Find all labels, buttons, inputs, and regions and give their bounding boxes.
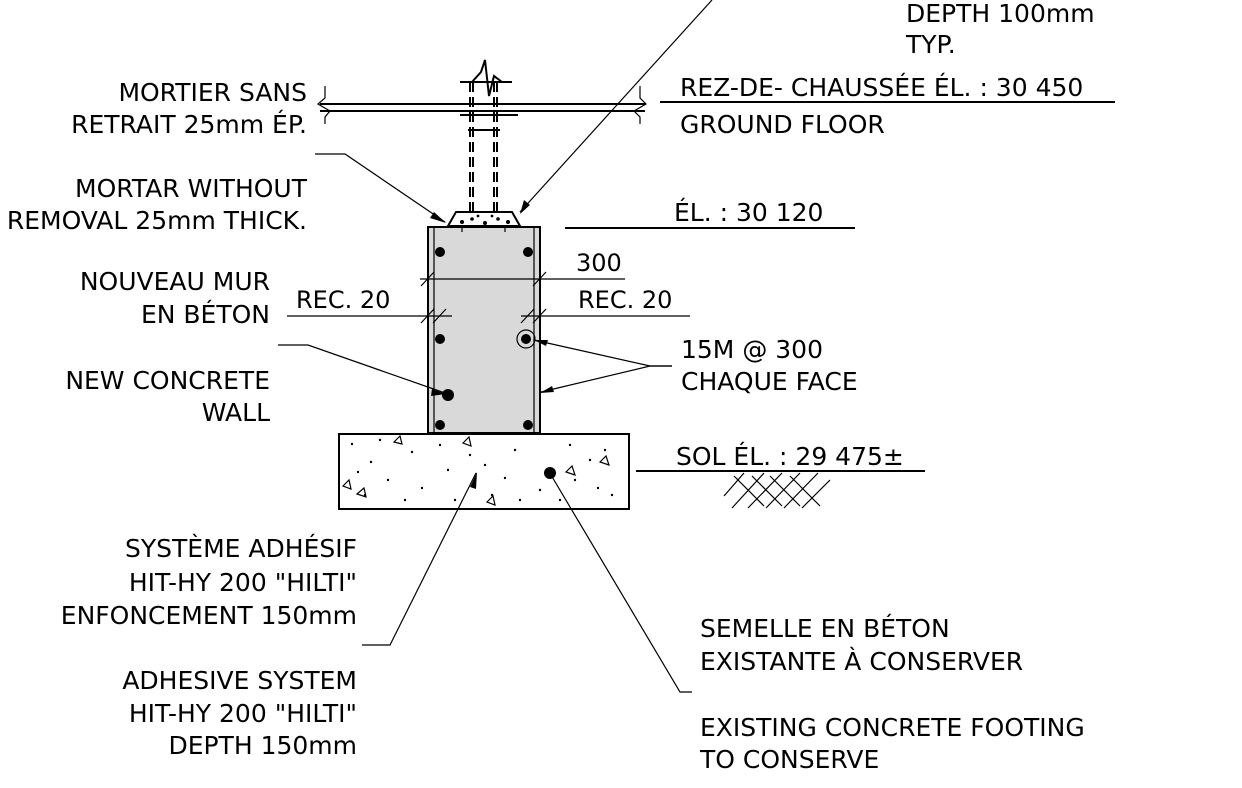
label-systeme-2: HIT-HY 200 "HILTI" xyxy=(129,568,357,597)
label-mortier-1: MORTIER SANS xyxy=(118,78,307,107)
label-new-2: WALL xyxy=(202,398,270,427)
label-sol-elevation: SOL ÉL. : 29 475± xyxy=(676,442,904,471)
label-semelle-2: EXISTANTE À CONSERVER xyxy=(700,647,1023,676)
label-top-depth: DEPTH 100mm xyxy=(906,0,1095,28)
existing-column xyxy=(460,59,518,214)
label-semelle-1: SEMELLE EN BÉTON xyxy=(700,614,950,643)
label-adhesive-1: ADHESIVE SYSTEM xyxy=(122,666,357,695)
label-dim-300: 300 xyxy=(576,249,622,277)
label-top-typ: TYP. xyxy=(905,30,956,59)
dimension-lines xyxy=(287,270,690,324)
mortar-pad xyxy=(446,211,522,227)
label-mortar-2: REMOVAL 25mm THICK. xyxy=(7,206,307,235)
label-existing-1: EXISTING CONCRETE FOOTING xyxy=(700,713,1085,742)
label-wall-elevation: ÉL. : 30 120 xyxy=(674,198,823,227)
leader-top-anchor xyxy=(519,0,713,213)
leader-lines xyxy=(278,153,692,693)
label-mortar-1: MORTAR WITHOUT xyxy=(75,174,308,203)
label-rdc-elevation: REZ-DE- CHAUSSÉE ÉL. : 30 450 xyxy=(680,73,1083,102)
label-rec-left: REC. 20 xyxy=(296,286,390,314)
soil-hatch xyxy=(636,470,925,509)
label-rebar-2: CHAQUE FACE xyxy=(681,367,858,396)
label-ground-floor: GROUND FLOOR xyxy=(680,110,885,139)
label-systeme-3: ENFONCEMENT 150mm xyxy=(61,601,357,630)
arrowhead-top-anchor xyxy=(520,200,530,214)
rebar-dots xyxy=(435,247,536,430)
label-adhesive-3: DEPTH 150mm xyxy=(168,731,357,760)
arrowheads xyxy=(430,212,554,489)
label-rec-right: REC. 20 xyxy=(578,286,672,314)
label-rebar-1: 15M @ 300 xyxy=(681,335,823,364)
label-new-1: NEW CONCRETE xyxy=(65,366,270,395)
label-nouveau-2: EN BÉTON xyxy=(141,300,270,329)
label-existing-2: TO CONSERVE xyxy=(699,745,879,774)
label-systeme-1: SYSTÈME ADHÉSIF xyxy=(125,534,357,563)
label-nouveau-1: NOUVEAU MUR xyxy=(80,267,270,296)
label-adhesive-2: HIT-HY 200 "HILTI" xyxy=(129,699,357,728)
existing-footing xyxy=(338,433,630,510)
label-mortier-2: RETRAIT 25mm ÉP. xyxy=(71,110,307,139)
ground-floor-slab xyxy=(316,86,647,124)
new-concrete-wall xyxy=(427,226,541,468)
